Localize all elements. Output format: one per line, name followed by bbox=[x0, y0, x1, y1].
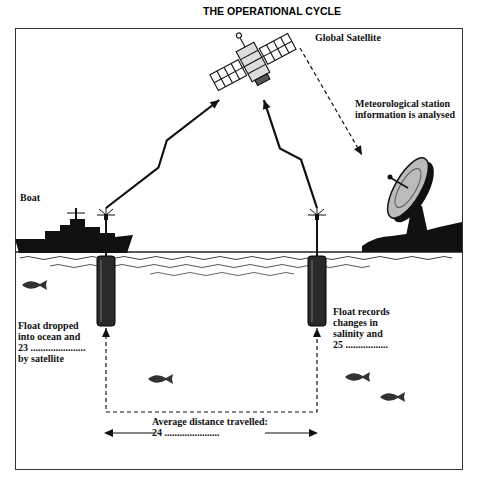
float-symbol bbox=[303, 208, 331, 328]
distance-line bbox=[106, 328, 317, 412]
fish bbox=[22, 280, 47, 290]
diagram-title: THE OPERATIONAL CYCLE bbox=[150, 5, 394, 17]
float-symbol bbox=[308, 256, 326, 326]
wave bbox=[150, 273, 294, 276]
float-symbol bbox=[106, 208, 107, 215]
arrow-head bbox=[354, 145, 362, 155]
fish bbox=[148, 374, 173, 384]
float-symbol bbox=[101, 260, 102, 322]
lightning-bolt bbox=[106, 100, 219, 208]
lightning-signal bbox=[106, 100, 219, 208]
boat-symbol bbox=[15, 208, 133, 253]
distance-arrow bbox=[112, 432, 155, 433]
arrow-head bbox=[210, 100, 220, 109]
satellite-symbol bbox=[205, 20, 300, 100]
float-symbol bbox=[308, 208, 326, 215]
satellite-symbol bbox=[240, 38, 245, 47]
node-label: Float dropped into ocean and 23 ........… bbox=[18, 320, 89, 364]
wave bbox=[20, 257, 452, 260]
boat-symbol bbox=[67, 213, 85, 214]
dashed-connector bbox=[102, 328, 321, 412]
lightning-bolt bbox=[264, 100, 317, 208]
node-label: Meteorological station information is an… bbox=[355, 98, 455, 120]
satellite-symbol bbox=[210, 60, 247, 91]
float-symbol bbox=[317, 208, 318, 215]
satellite-node: Global Satellite bbox=[205, 20, 300, 100]
satellite-symbol bbox=[248, 64, 266, 73]
boat-symbol bbox=[15, 205, 133, 255]
frame bbox=[16, 29, 463, 470]
dish-symbol bbox=[362, 150, 462, 252]
float-symbol bbox=[97, 208, 115, 215]
float-symbol bbox=[92, 208, 120, 328]
boat-node: Boat bbox=[15, 205, 133, 255]
arrow-head bbox=[102, 328, 110, 337]
float-symbol bbox=[105, 219, 107, 256]
distance-arrow bbox=[104, 429, 113, 437]
satellite-symbol bbox=[236, 32, 243, 39]
satellite-symbol bbox=[255, 74, 270, 86]
arrow-head bbox=[313, 328, 321, 337]
float-node: Float records changes in salinity and 25… bbox=[303, 208, 331, 328]
edge-label: Average distance travelled: 24 .........… bbox=[152, 416, 274, 438]
distance-arrow bbox=[265, 432, 310, 433]
dish-symbol bbox=[390, 165, 426, 211]
distance-arrow bbox=[309, 429, 318, 437]
float-symbol bbox=[97, 256, 115, 326]
dish-symbol bbox=[380, 152, 437, 224]
station-node: Meteorological station information is an… bbox=[362, 150, 462, 252]
satellite-symbol bbox=[214, 68, 242, 83]
dish-symbol bbox=[388, 175, 393, 180]
arrow-head bbox=[263, 100, 271, 110]
dashed-connector bbox=[300, 48, 362, 155]
node-label: Global Satellite bbox=[315, 32, 381, 43]
satellite-symbol bbox=[240, 50, 258, 59]
node-label: Float records changes in salinity and 25… bbox=[333, 306, 393, 350]
dish-symbol bbox=[391, 178, 408, 188]
float-node: Float dropped into ocean and 23 ........… bbox=[92, 208, 120, 328]
satellite-symbol bbox=[244, 57, 262, 66]
float-symbol bbox=[312, 260, 313, 322]
fish bbox=[380, 392, 405, 402]
satellite-symbol bbox=[199, 13, 303, 103]
node-label: Boat bbox=[20, 192, 40, 203]
fish bbox=[345, 372, 370, 382]
satellite-symbol bbox=[259, 33, 296, 64]
lightning-signal bbox=[263, 100, 317, 208]
satellite-symbol bbox=[264, 41, 292, 56]
float-symbol bbox=[316, 219, 318, 256]
data-link-arrow bbox=[300, 48, 362, 155]
